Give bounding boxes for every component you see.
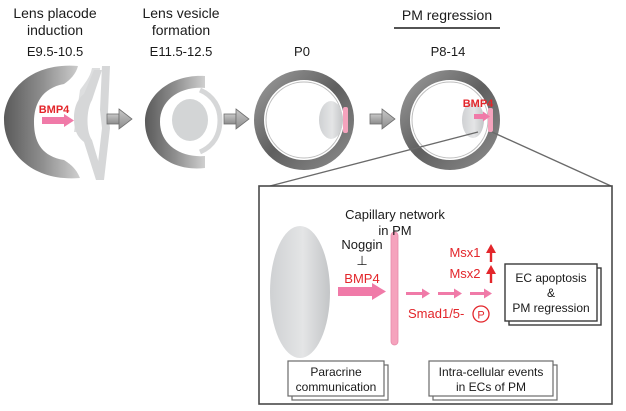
msx2-label: Msx2 — [449, 266, 480, 281]
stage2-title-line2: formation — [152, 22, 210, 38]
msx2-up-arrow — [486, 265, 496, 283]
stage3-age: P0 — [294, 44, 310, 59]
lens-vesicle-illustration — [145, 75, 223, 169]
intracellular-box — [428, 360, 554, 397]
capillary-label-line1: Capillary network — [345, 207, 445, 222]
outcome-line2: & — [547, 286, 555, 300]
intracellular-line1: Intra-cellular events — [439, 365, 544, 379]
detail-bmp4-label: BMP4 — [344, 271, 379, 286]
paracrine-line2: communication — [296, 380, 377, 394]
transition-arrow-1 — [106, 108, 133, 130]
stage1-title-line2: induction — [27, 22, 83, 38]
intracellular-line2: in ECs of PM — [456, 380, 526, 394]
detail-bmp4-arrow — [338, 283, 386, 300]
noggin-label: Noggin — [341, 237, 382, 252]
stage4-title: PM regression — [402, 7, 492, 23]
phospho-label: P — [477, 310, 484, 322]
stage1-age: E9.5-10.5 — [27, 44, 83, 59]
paracrine-box — [287, 360, 385, 397]
msx1-label: Msx1 — [449, 245, 480, 260]
stage4-bmp4-arrow — [474, 111, 490, 122]
stage2-age: E11.5-12.5 — [150, 44, 213, 59]
stage1-bmp4-label: BMP4 — [39, 104, 70, 116]
transition-arrow-2 — [223, 108, 250, 130]
paracrine-line1: Paracrine — [310, 365, 362, 379]
signal-arrow-2 — [438, 288, 462, 299]
stage1-title-line1: Lens placode — [13, 5, 97, 21]
signal-arrow-1 — [406, 288, 430, 299]
msx1-up-arrow — [486, 244, 496, 262]
outcome-line1: EC apoptosis — [515, 271, 586, 285]
p8-eye-illustration — [400, 70, 500, 170]
signal-arrow-3 — [470, 288, 492, 299]
zoom-line-right — [491, 131, 612, 187]
outcome-line3: PM regression — [512, 301, 589, 315]
lens-placode-illustration — [4, 65, 110, 180]
stage1-bmp4-arrow — [42, 114, 74, 127]
detail-lens — [270, 226, 330, 358]
outcome-box — [504, 263, 598, 322]
stage4-age: P8-14 — [431, 44, 466, 59]
capillary-bar — [390, 231, 399, 346]
stage2-title-line1: Lens vesicle — [142, 5, 219, 21]
phospho-circle — [472, 305, 490, 323]
zoom-line-left — [269, 131, 479, 187]
smad-label: Smad1/5- — [408, 306, 464, 321]
capillary-label-line2: in PM — [378, 223, 411, 238]
inhibition-symbol: ⊥ — [356, 253, 367, 268]
transition-arrow-3 — [369, 108, 396, 130]
stage4-bmp4-label: BMP4 — [463, 98, 494, 110]
p0-eye-illustration — [254, 70, 354, 170]
